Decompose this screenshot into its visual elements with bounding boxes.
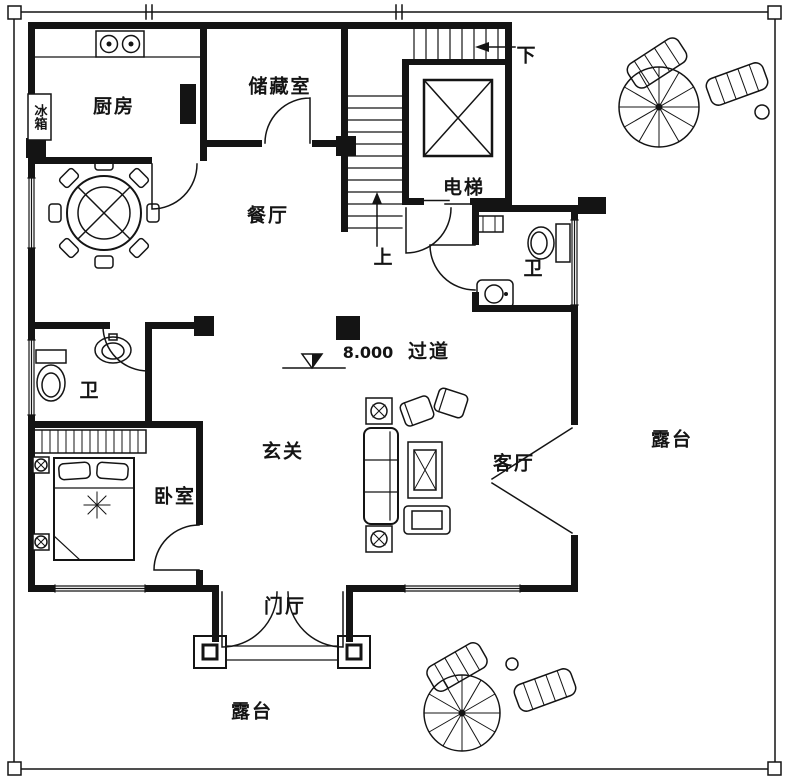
label-storage-room: 储藏室: [248, 75, 312, 98]
label-dining-room: 餐厅: [246, 204, 290, 227]
label-terrace-east: 露台: [650, 428, 694, 451]
bedroom-window: [54, 584, 146, 593]
entrance-double-door: [221, 591, 344, 648]
elevation-marker: [282, 353, 346, 370]
drain-symbol: [32, 533, 50, 551]
parasol: [618, 66, 700, 148]
fridge-box: [27, 93, 52, 141]
label-terrace-south: 露台: [230, 700, 274, 723]
storage-door: [264, 97, 311, 144]
label-kitchen: 厨房: [92, 95, 136, 118]
bed: [53, 457, 135, 561]
structural-columns: [26, 136, 606, 340]
kitchen-fixtures: [27, 30, 201, 141]
porch: [193, 635, 371, 669]
label-elevator: 电梯: [442, 176, 486, 199]
stair-hall-door: [405, 207, 452, 254]
label-entry-hall: 玄关: [261, 440, 305, 463]
living-window: [404, 584, 521, 593]
washbasin: [94, 336, 132, 364]
tv-bench: [403, 505, 451, 535]
bath-upper-door: [429, 244, 476, 291]
stairs: [347, 28, 516, 247]
bath-upper-fixtures: [476, 215, 571, 309]
stove: [95, 30, 145, 58]
label-bedroom: 卧室: [153, 485, 197, 508]
walls: [28, 22, 578, 642]
stairs-down-arrow: [475, 42, 516, 52]
bedroom-fixtures: [32, 429, 147, 561]
side-table: [365, 397, 393, 425]
lounge-chair: [513, 668, 577, 712]
label-porch: 门厅: [263, 595, 307, 618]
bath-lower-window: [27, 339, 36, 416]
terrace-east-furniture: [618, 37, 770, 148]
coffee-table: [407, 441, 443, 499]
label-hallway: 过道: [407, 340, 451, 363]
stairs-up-arrow: [372, 192, 382, 247]
label-living-room: 客厅: [492, 452, 536, 475]
label-stairs-down: 下: [516, 44, 538, 67]
armchair: [433, 387, 469, 419]
porch-column: [337, 635, 371, 669]
lounge-chair: [626, 37, 688, 89]
side-table: [365, 525, 393, 553]
radiator: [33, 429, 147, 454]
elevator-car: [422, 78, 494, 158]
porch-column: [193, 635, 227, 669]
living-room-set: [363, 387, 469, 553]
terrace-south-furniture: [423, 642, 577, 752]
label-bathroom-lower: 卫: [79, 379, 101, 402]
side-table: [754, 104, 770, 120]
label-stairs-up: 上: [373, 246, 395, 269]
parasol: [423, 674, 501, 752]
washbasin: [476, 279, 514, 309]
terrace-boundary: [7, 4, 782, 776]
dining-table-set: [48, 157, 160, 269]
toilet-bowl: [36, 364, 66, 402]
toilet: [527, 223, 571, 263]
doors: [102, 97, 574, 648]
porch-steps: [225, 645, 339, 661]
side-table: [505, 657, 519, 671]
bedroom-door: [153, 524, 200, 571]
drain-symbol: [32, 456, 50, 474]
bath-lower-door: [102, 325, 149, 372]
lounge-chair: [426, 642, 488, 692]
kitchen-appliance: [180, 84, 196, 124]
bed-decor: [83, 491, 111, 519]
armchair: [399, 395, 435, 427]
toilet-tank: [35, 349, 67, 364]
living-terrace-door: [490, 426, 574, 535]
windows: [27, 177, 579, 593]
washing-machine: [476, 215, 504, 233]
bath-lower-fixtures: [35, 333, 132, 402]
elevator-sliding-door: [423, 199, 471, 205]
label-elevation: 8.000: [342, 343, 394, 362]
label-fridge: 冰箱: [31, 104, 47, 130]
label-bathroom-upper: 卫: [523, 257, 545, 280]
lounge-chair: [705, 62, 769, 106]
sofa: [363, 427, 399, 525]
dining-window: [27, 177, 36, 249]
bath-upper-window: [570, 219, 579, 306]
kitchen-door: [151, 163, 198, 210]
